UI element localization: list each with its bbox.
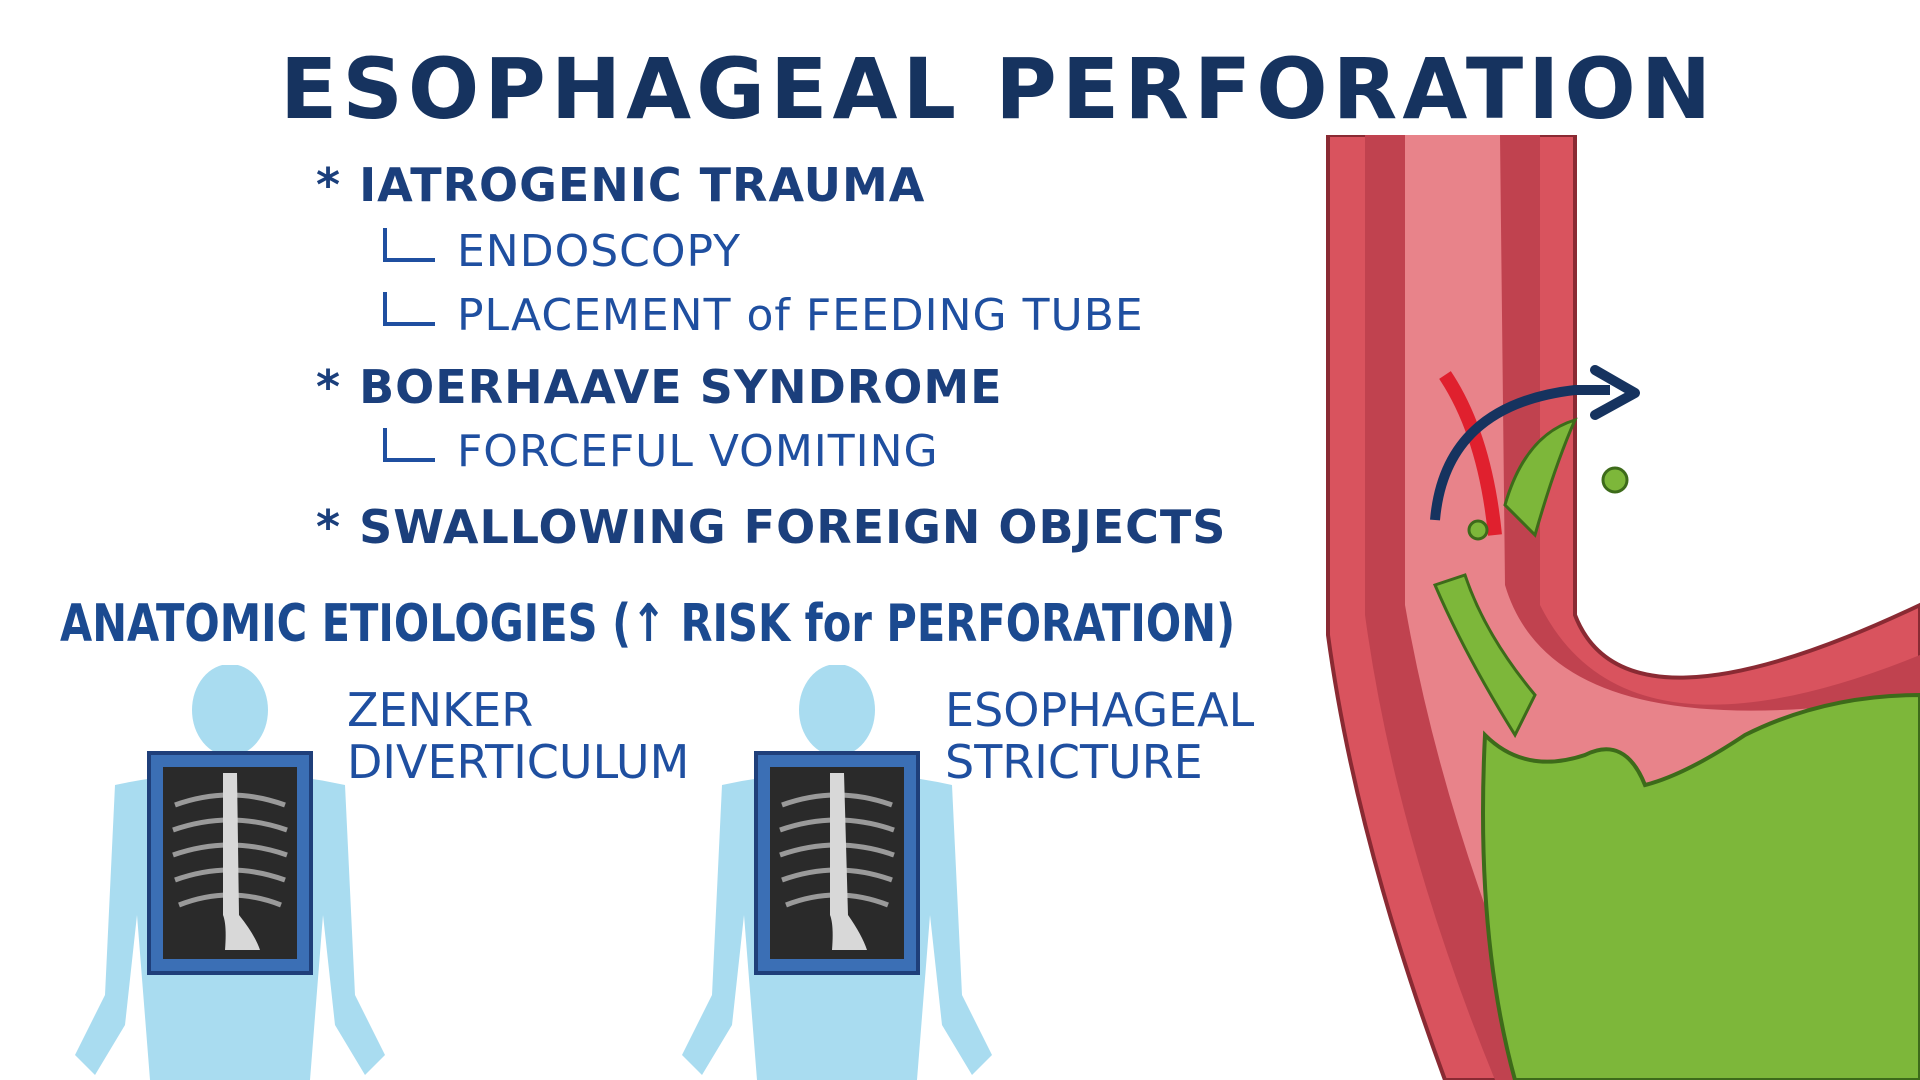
elbow-arrow-icon bbox=[383, 428, 435, 462]
subitem-feeding-tube: PLACEMENT of FEEDING TUBE bbox=[383, 290, 1144, 341]
cause-iatrogenic-trauma: *IATROGENIC TRAUMA bbox=[316, 158, 926, 212]
anatomic-etiologies-heading: ANATOMIC ETIOLOGIES (↑ RISK for PERFORAT… bbox=[60, 594, 1236, 654]
cause-boerhaave-syndrome: *BOERHAAVE SYNDROME bbox=[316, 360, 1003, 414]
page-title: ESOPHAGEAL PERFORATION bbox=[280, 40, 1717, 138]
elbow-arrow-icon bbox=[383, 292, 435, 326]
subitem-endoscopy: ENDOSCOPY bbox=[383, 226, 741, 277]
esophagus-perforation-illustration bbox=[1326, 135, 1920, 1080]
body-xray-figure-stricture bbox=[682, 665, 992, 1080]
perforation-arrow-icon bbox=[1430, 385, 1610, 521]
elbow-arrow-icon bbox=[383, 228, 435, 262]
body-xray-figure-zenker bbox=[75, 665, 385, 1080]
subitem-forceful-vomiting: FORCEFUL VOMITING bbox=[383, 426, 939, 477]
cause-swallowing-foreign-objects: *SWALLOWING FOREIGN OBJECTS bbox=[316, 500, 1227, 554]
